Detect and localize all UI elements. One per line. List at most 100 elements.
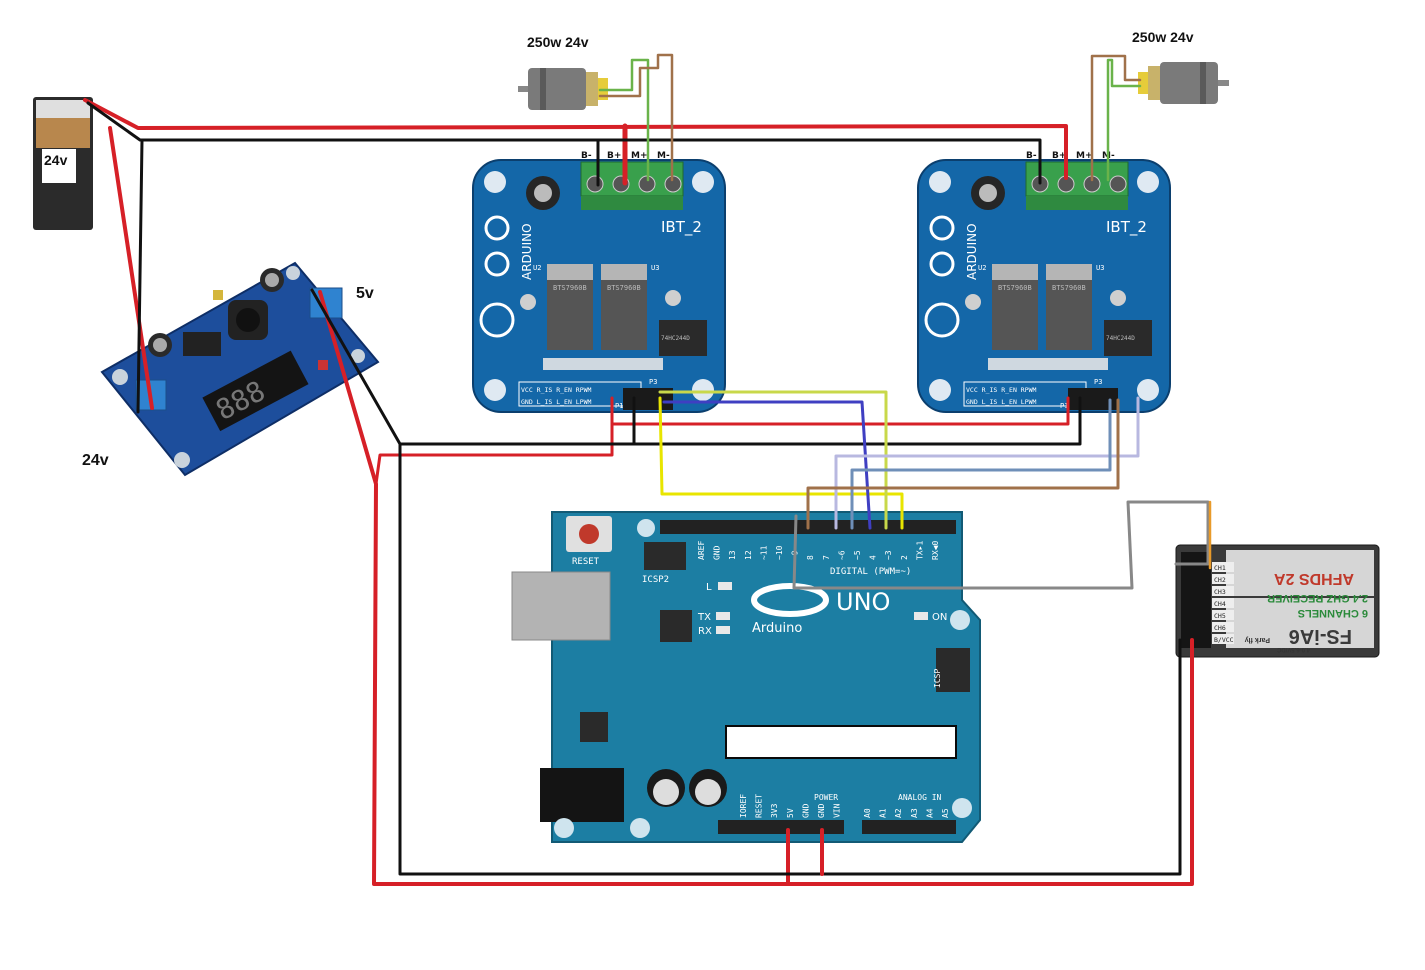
receiver-channel-label-3: CH4 (1214, 600, 1226, 608)
receiver-power: 4.0-6.5V/DC (1276, 646, 1310, 652)
terminal-m-plus: M+ (1076, 151, 1093, 161)
wire-rx-gray (792, 500, 1210, 590)
led-rx-label: RX (698, 626, 712, 637)
analog-pin-label-2: A2 (894, 808, 903, 818)
wire-gnd-driver-right (632, 396, 1082, 446)
terminal-b-minus: B- (1026, 151, 1037, 161)
terminal-b-plus: B+ (1052, 151, 1066, 161)
digital-pin-label-4: ~11 (759, 545, 768, 560)
motor-left-label: 250w 24v (527, 34, 589, 50)
motor-right (1138, 62, 1229, 104)
power-pin-label-4: GND (801, 803, 810, 818)
receiver-line3: AFHDS 2A (1274, 570, 1354, 587)
driver-name: IBT_2 (661, 218, 702, 237)
receiver-channel-tag-1 (1212, 574, 1234, 584)
wire-battery-to-buck-red (108, 126, 154, 410)
analog-pin-label-3: A3 (910, 808, 919, 818)
digital-pin-label-15: RX◀0 (931, 541, 940, 560)
analog-pin-label-0: A0 (863, 808, 872, 818)
label-u2: U2 (978, 264, 986, 272)
terminal-m-plus: M+ (631, 151, 648, 161)
buck-input-label: 24v (82, 452, 109, 469)
label-p1: P1 (1060, 402, 1068, 410)
label-u3: U3 (651, 264, 659, 272)
led-tx-label: TX (697, 612, 711, 623)
digital-header-label: DIGITAL (PWM=~) (830, 567, 911, 577)
receiver-channel-label-5: CH6 (1214, 624, 1226, 632)
power-pin-label-1: RESET (755, 794, 764, 818)
chip-u2: BTS7960B (998, 284, 1032, 292)
wire-buck-5v (318, 290, 1194, 886)
digital-pin-label-2: 13 (728, 550, 737, 560)
receiver-line2: 2.4 GHZ RECEIVER (1267, 592, 1368, 604)
receiver-channel-label-6: B/VCC (1214, 636, 1234, 644)
digital-pin-label-12: ~3 (884, 550, 893, 560)
digital-pin-label-7: 8 (806, 555, 815, 560)
battery: 24v (33, 97, 93, 230)
wire-5v-driver-left (374, 396, 614, 486)
wire-battery-to-buck-black (136, 138, 144, 414)
wire-signal-lavender (834, 396, 1140, 530)
digital-pin-label-11: 4 (869, 555, 878, 560)
wire-motor-left-green (598, 58, 650, 182)
receiver-channel-label-1: CH2 (1214, 576, 1226, 584)
wire-motor-right-green (1106, 58, 1142, 182)
arduino-uno: RESET ICSP2 UNO Arduino DIGITAL (PWM=~) … (511, 511, 981, 843)
receiver-fs-ia6: FS-iA6 6 CHANNELS 2.4 GHZ RECEIVER AFHDS… (1175, 544, 1380, 658)
terminal-b-plus: B+ (607, 151, 621, 161)
power-pin-label-6: VIN (833, 803, 842, 818)
chip-logic: 74HC244D (661, 335, 690, 342)
pins-top: VCC R_IS R_EN RPWM (521, 386, 592, 394)
wires (83, 53, 1212, 886)
buck-output-label: 5v (356, 285, 374, 302)
analog-pin-label-5: A5 (941, 808, 950, 818)
receiver-model: FS-iA6 (1289, 625, 1352, 647)
receiver-channel-tag-3 (1212, 598, 1234, 608)
uno-logo-text: UNO (836, 588, 890, 616)
label-p3: P3 (649, 378, 657, 386)
wire-battery-positive (83, 98, 1068, 180)
driver-brand: ARDUINO (520, 223, 534, 280)
driver-brand: ARDUINO (965, 223, 979, 280)
chip-u2: BTS7960B (553, 284, 587, 292)
terminal-m-minus: M- (657, 151, 670, 161)
wire-battery-negative (86, 101, 1042, 185)
analog-pin-label-1: A1 (879, 808, 888, 818)
receiver-channel-tag-4 (1212, 610, 1234, 620)
wire-motor-right-brown (1090, 54, 1142, 182)
wire-signal-steel (850, 398, 1112, 530)
wire-signal-yellow (658, 396, 904, 530)
label-p1: P1 (615, 402, 623, 410)
digital-pin-label-10: ~5 (853, 550, 862, 560)
receiver-channel-tag-2 (1212, 586, 1234, 596)
label-p3: P3 (1094, 378, 1102, 386)
arduino-logo: UNO Arduino (751, 583, 890, 636)
receiver-channel-tag-0 (1212, 562, 1234, 572)
terminal-b-minus: B- (581, 151, 592, 161)
digital-pin-label-8: 7 (822, 555, 831, 560)
receiver-channel-tag-6 (1212, 634, 1234, 644)
label-u3: U3 (1096, 264, 1104, 272)
power-pin-label-3: 5V (786, 808, 795, 818)
wire-buck-gnd (310, 288, 1182, 876)
analog-header-label: ANALOG IN (898, 793, 942, 802)
led-l-label: L (706, 582, 712, 593)
wire-signal-lime (658, 390, 888, 530)
battery-voltage-label: 24v (44, 152, 68, 168)
wire-signal-brown (806, 398, 1120, 530)
ibt2-driver-left: B- B+ M+ M- IBT_2 ARDUINO BTS7960B BTS79… (472, 151, 726, 413)
digital-pin-label-5: ~10 (775, 545, 784, 560)
receiver-brand: Park fly (1245, 636, 1270, 643)
digital-pin-label-3: 12 (744, 550, 753, 560)
pins-top: VCC R_IS R_EN RPWM (966, 386, 1037, 394)
digital-pin-label-0: AREF (697, 541, 706, 560)
label-u2: U2 (533, 264, 541, 272)
pins-bottom: GND L_IS L_EN LPWM (521, 398, 592, 406)
receiver-channel-label-4: CH5 (1214, 612, 1226, 620)
digital-pin-label-14: TX▸1 (915, 541, 924, 560)
power-pin-label-0: IOREF (739, 794, 748, 818)
driver-name: IBT_2 (1106, 218, 1147, 237)
